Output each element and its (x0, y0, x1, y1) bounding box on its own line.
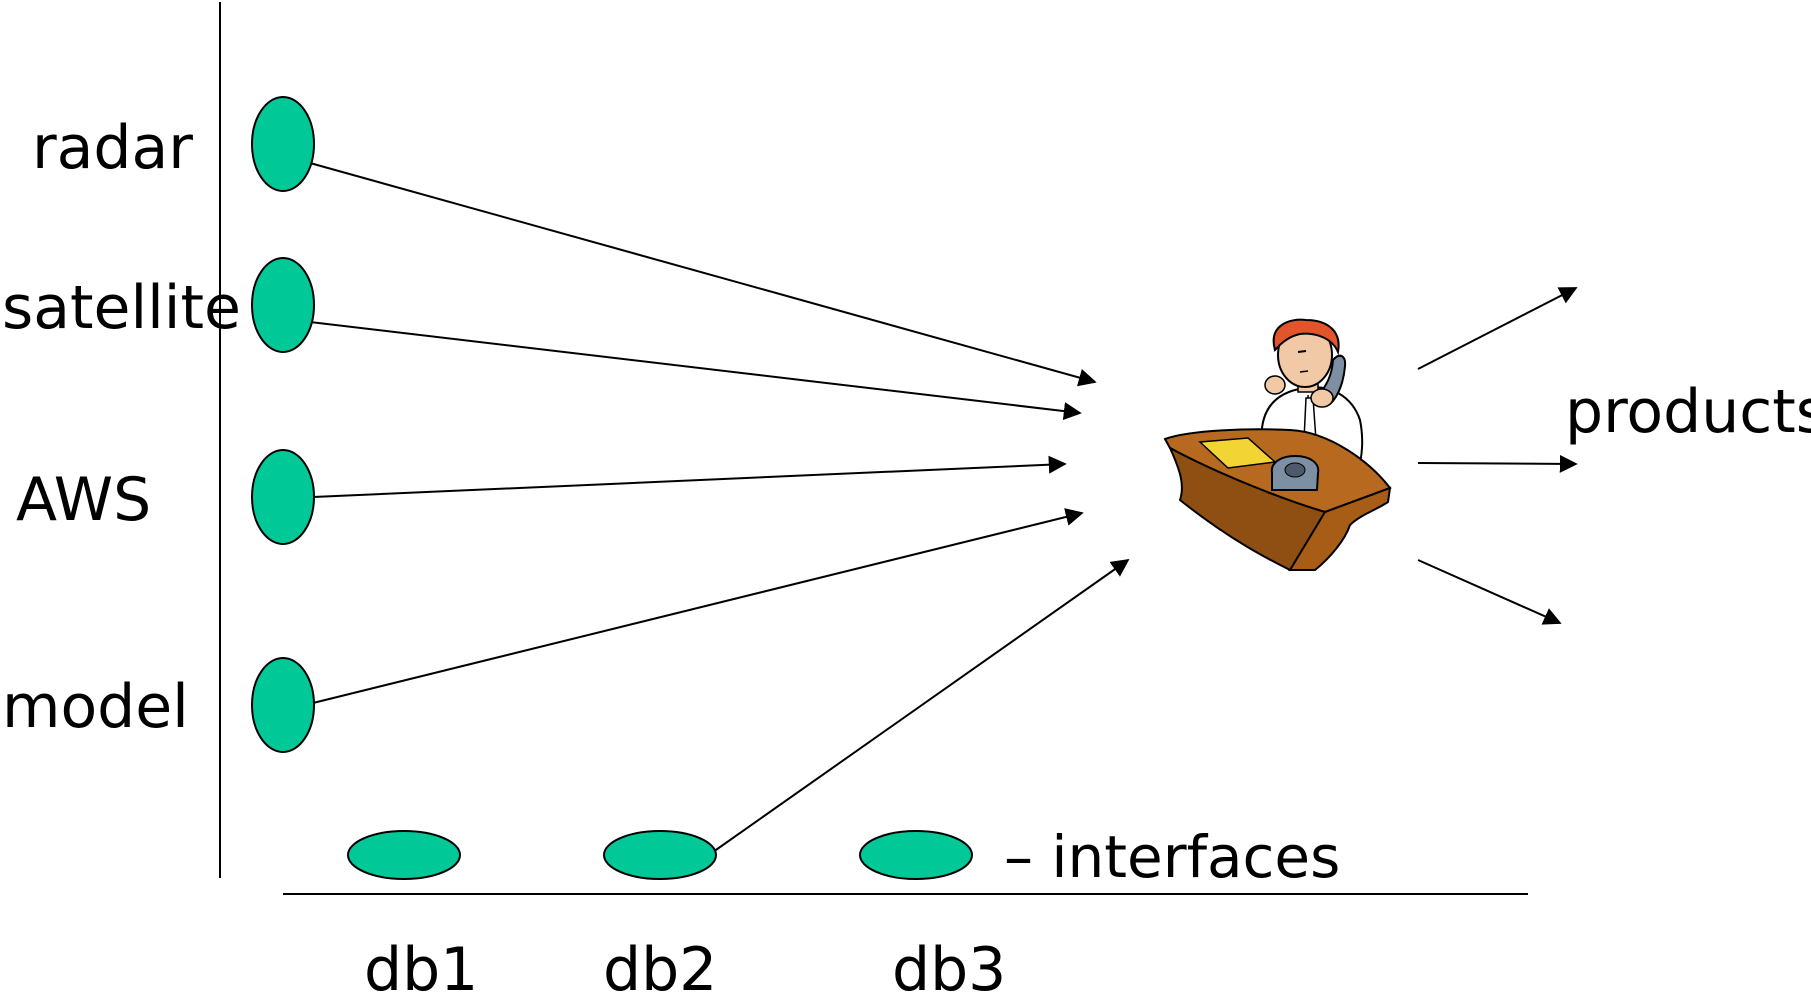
source-node-radar (251, 96, 315, 192)
db-node-db3 (859, 830, 973, 880)
source-node-aws (251, 449, 315, 545)
arrow-aws (312, 455, 1067, 498)
arrow-product-middle (1417, 454, 1578, 473)
arrow-product-lower (1417, 559, 1562, 625)
db-label-db2: db2 (603, 935, 718, 1005)
arrow-model (312, 508, 1084, 704)
arrow-radar (309, 162, 1097, 387)
source-label-aws: AWS (16, 465, 152, 535)
source-label-model: model (2, 672, 189, 742)
arrow-product-upper (1417, 287, 1578, 370)
source-node-satellite (251, 257, 315, 353)
products-label: products (1565, 377, 1811, 447)
source-node-model (251, 657, 315, 753)
arrow-satellite (309, 321, 1082, 421)
db-node-db2 (603, 830, 717, 880)
forecaster-at-desk-icon (1163, 318, 1392, 572)
arrow-db2 (712, 558, 1130, 853)
db-node-db1 (347, 830, 461, 880)
interfaces-legend: – interfaces (1004, 823, 1341, 891)
source-label-satellite: satellite (2, 273, 241, 343)
db-label-db3: db3 (892, 935, 1007, 1005)
source-label-radar: radar (32, 113, 193, 183)
db-label-db1: db1 (364, 935, 479, 1005)
